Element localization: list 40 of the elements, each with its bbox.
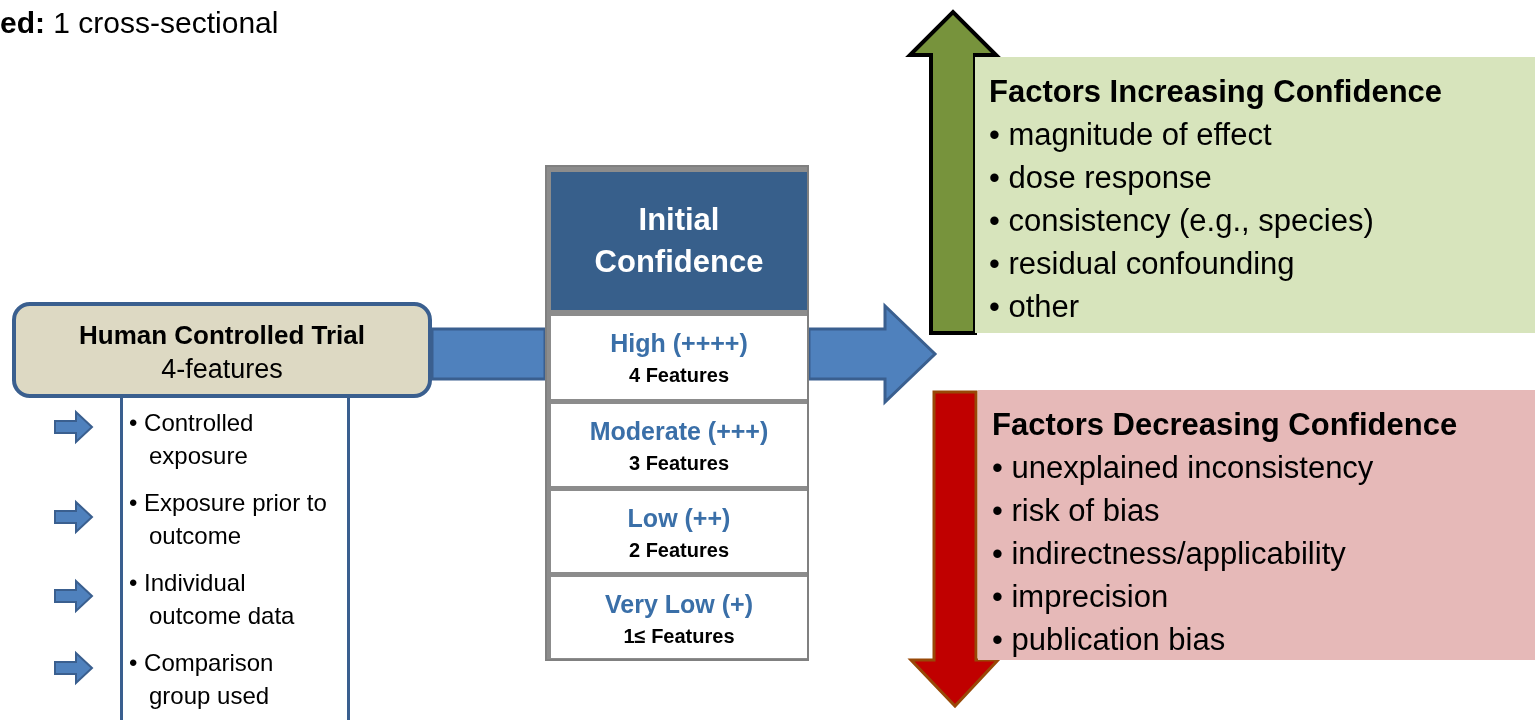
confidence-column [545, 165, 809, 661]
feature-count: 2 Features [627, 538, 731, 563]
feature-item: • Exposure prior to outcome [128, 488, 328, 551]
confidence-level-box [551, 491, 807, 572]
level-name: Moderate (+++) [588, 416, 770, 447]
study-type-box [12, 302, 432, 398]
header-box [551, 172, 807, 310]
factor-item: • imprecision [992, 578, 1170, 616]
block-arrow [430, 327, 547, 381]
confidence-level-box [551, 316, 807, 399]
confidence-level-box [551, 404, 807, 486]
factor-item: • magnitude of effect [989, 116, 1273, 154]
level-name: Low (++) [626, 503, 732, 534]
feature-item: • Controlled exposure [128, 408, 255, 471]
factor-item: • consistency (e.g., species) [989, 202, 1375, 240]
factor-item: • unexplained inconsistency [992, 449, 1375, 487]
factor-item: • other [989, 288, 1081, 326]
level-name: High (++++) [609, 328, 749, 359]
title-text: Human Controlled Trial [78, 319, 366, 352]
feature-list-box [120, 398, 350, 720]
block-arrow [807, 302, 938, 406]
feature-count: 4 Features [627, 363, 731, 388]
note-text: ed: 1 cross-sectional [0, 6, 279, 40]
factor-item: • publication bias [992, 621, 1227, 659]
confidence-level-box [551, 577, 807, 658]
factor-item: • dose response [989, 159, 1213, 197]
feature-count: 3 Features [627, 451, 731, 476]
feature-item: • Individual outcome data [128, 568, 296, 631]
factor-box [975, 57, 1535, 333]
level-name: Very Low (+) [604, 589, 754, 620]
factor-item: • indirectness/applicability [992, 535, 1347, 573]
feature-count: 1≤ Features [622, 624, 736, 649]
factor-heading: Factors Decreasing Confidence [992, 406, 1459, 444]
factor-heading: Factors Increasing Confidence [989, 73, 1444, 111]
subtitle: 4-features [160, 353, 284, 386]
feature-item: • Comparison group used [128, 648, 275, 711]
header-text: Initial Confidence [593, 201, 765, 281]
factor-item: • residual confounding [989, 245, 1296, 283]
factor-item: • risk of bias [992, 492, 1161, 530]
factor-box [978, 390, 1535, 660]
